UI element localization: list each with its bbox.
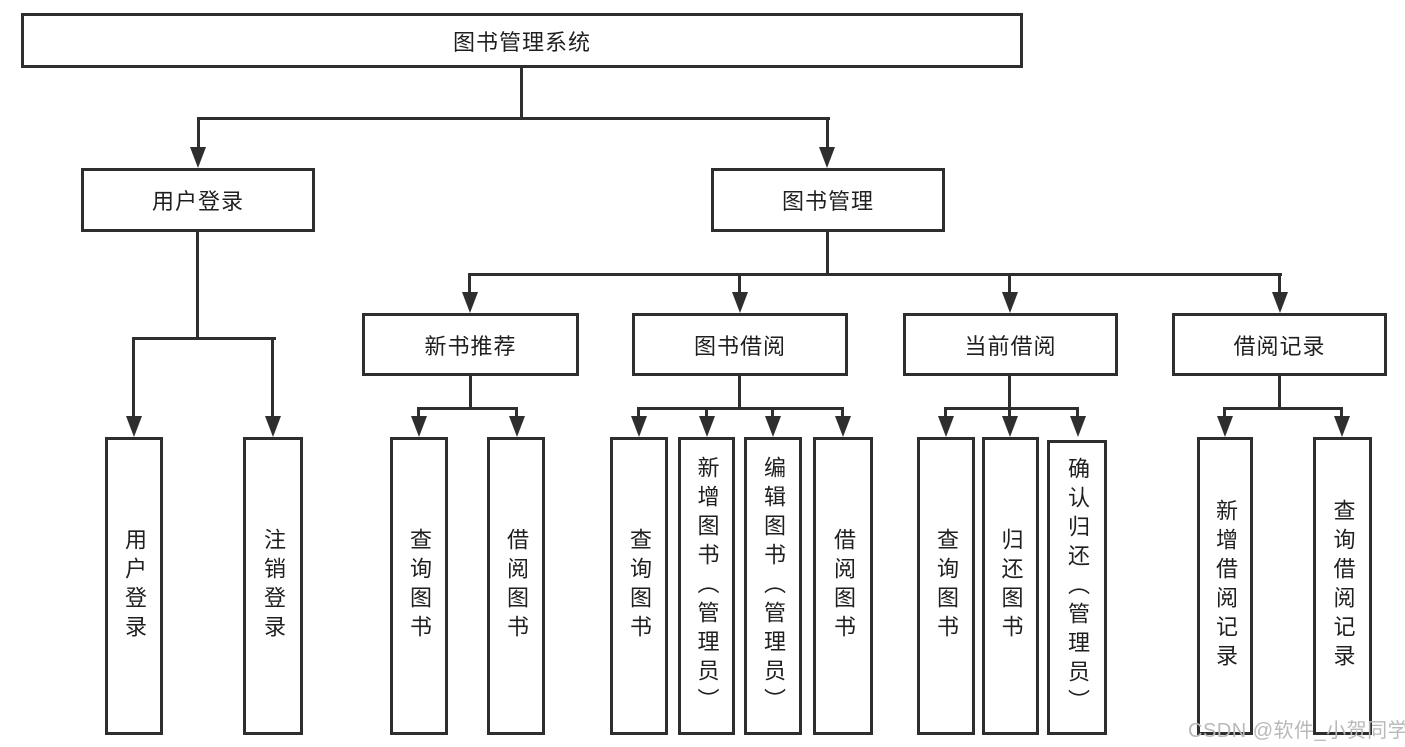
arrow-br-add-icon xyxy=(1217,416,1233,437)
connector-login-group-stem xyxy=(196,232,199,340)
node-logout-action: 注销登录 xyxy=(243,437,303,735)
connector-nb-stem xyxy=(469,376,472,410)
connector-nb-c2-stem xyxy=(515,407,518,417)
connector-bb-c4-stem xyxy=(841,407,844,417)
connector-root-bar xyxy=(197,117,830,120)
node-br-add-record: 新增借阅记录 xyxy=(1197,437,1253,735)
connector-br-c2-stem xyxy=(1340,407,1343,417)
connector-bb-bar xyxy=(637,407,844,410)
arrow-bb-borrow-icon xyxy=(835,416,851,437)
arrow-nb-query-icon xyxy=(411,416,427,437)
node-user-login: 用户登录 xyxy=(81,168,315,232)
node-bb-add-books-admin: 新增图书（管理员） xyxy=(678,437,735,735)
node-cb-return-books: 归还图书 xyxy=(982,437,1039,735)
connector-bb-stem xyxy=(738,376,741,410)
arrow-to-user-login-icon xyxy=(190,147,206,168)
connector-user-login-stem xyxy=(197,117,200,149)
connector-root-stem xyxy=(520,68,523,120)
connector-newbook-stem xyxy=(468,273,471,293)
arrow-bb-add-icon xyxy=(699,416,715,437)
arrow-bb-edit-icon xyxy=(765,416,781,437)
arrow-nb-borrow-icon xyxy=(509,416,525,437)
arrow-to-login-icon xyxy=(126,416,142,437)
connector-borrow-stem xyxy=(738,273,741,293)
connector-br-c1-stem xyxy=(1223,407,1226,417)
connector-current-stem xyxy=(1008,273,1011,293)
arrow-to-borrow-record-icon xyxy=(1272,292,1288,313)
node-borrow-record: 借阅记录 xyxy=(1172,313,1387,376)
arrow-to-book-mgmt-icon xyxy=(819,147,835,168)
node-book-management: 图书管理 xyxy=(711,168,945,232)
arrow-bb-query-icon xyxy=(631,416,647,437)
connector-nb-c1-stem xyxy=(417,407,420,417)
connector-cb-c1-stem xyxy=(944,407,947,417)
connector-bm-bar xyxy=(468,273,1282,276)
node-bb-borrow-books: 借阅图书 xyxy=(813,437,873,735)
arrow-to-book-borrow-icon xyxy=(732,292,748,313)
connector-login-group-bar xyxy=(132,337,276,340)
arrow-to-new-book-icon xyxy=(462,292,478,313)
connector-bm-stem xyxy=(826,232,829,276)
node-nb-query-books: 查询图书 xyxy=(390,437,448,735)
connector-cb-c2-stem xyxy=(1008,407,1011,417)
node-user-login-action: 用户登录 xyxy=(105,437,163,735)
arrow-cb-return-icon xyxy=(1002,416,1018,437)
csdn-watermark: CSDN @软件_小贺同学 xyxy=(1188,720,1405,742)
node-cb-confirm-return-admin: 确认归还（管理员） xyxy=(1047,440,1107,735)
node-bb-edit-books-admin: 编辑图书（管理员） xyxy=(744,437,802,735)
connector-cb-bar xyxy=(944,407,1079,410)
arrow-to-current-borrow-icon xyxy=(1002,292,1018,313)
node-library-management-system: 图书管理系统 xyxy=(21,13,1023,68)
connector-cb-stem xyxy=(1008,376,1011,410)
connector-login-child2-stem xyxy=(271,337,274,417)
arrow-cb-confirm-icon xyxy=(1070,416,1086,437)
connector-br-bar xyxy=(1223,407,1343,410)
node-book-borrow: 图书借阅 xyxy=(632,313,848,376)
node-bb-query-books: 查询图书 xyxy=(610,437,668,735)
connector-nb-bar xyxy=(417,407,518,410)
node-br-query-record: 查询借阅记录 xyxy=(1313,437,1372,735)
connector-br-stem xyxy=(1278,376,1281,410)
node-new-book-recommend: 新书推荐 xyxy=(362,313,579,376)
node-cb-query-books: 查询图书 xyxy=(917,437,975,735)
node-nb-borrow-books: 借阅图书 xyxy=(487,437,545,735)
connector-record-stem xyxy=(1278,273,1281,293)
connector-book-mgmt-stem xyxy=(826,117,829,149)
arrow-cb-query-icon xyxy=(938,416,954,437)
arrow-to-logout-icon xyxy=(265,416,281,437)
connector-cb-c3-stem xyxy=(1076,407,1079,417)
connector-bb-c3-stem xyxy=(771,407,774,417)
connector-bb-c1-stem xyxy=(637,407,640,417)
connector-bb-c2-stem xyxy=(705,407,708,417)
connector-login-child1-stem xyxy=(132,337,135,417)
arrow-br-query-icon xyxy=(1334,416,1350,437)
node-current-borrow: 当前借阅 xyxy=(903,313,1118,376)
